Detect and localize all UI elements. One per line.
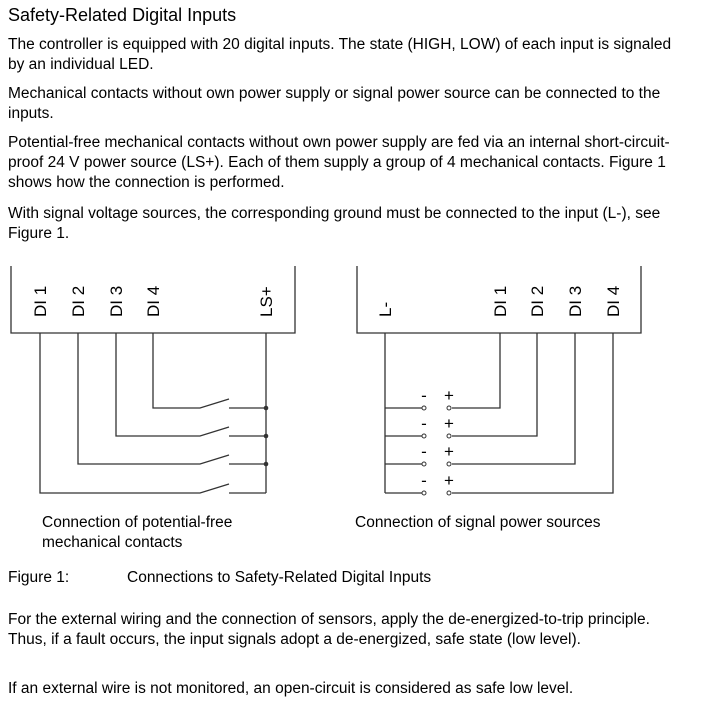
minus-label: - <box>421 471 427 490</box>
right-diagram-caption: Connection of signal power sources <box>355 514 601 531</box>
paragraph: The controller is equipped with 20 digit… <box>8 36 672 73</box>
terminal-label: DI 4 <box>144 286 163 317</box>
terminal-label: DI 3 <box>566 286 585 317</box>
minus-label: - <box>421 442 427 461</box>
plus-label: + <box>444 442 454 461</box>
terminal-label: DI 2 <box>528 286 547 317</box>
terminal-label: LS+ <box>257 286 276 317</box>
left-diagram-caption: Connection of potential-free mechanical … <box>42 514 233 551</box>
terminal-label: DI 3 <box>107 286 126 317</box>
paragraph: For the external wiring and the connecti… <box>8 611 650 648</box>
minus-label: - <box>421 414 427 433</box>
plus-label: + <box>444 471 454 490</box>
terminal-label: DI 1 <box>491 286 510 317</box>
plus-label: + <box>444 386 454 405</box>
terminal-label: DI 1 <box>31 286 50 317</box>
paragraph: Mechanical contacts without own power su… <box>8 85 661 122</box>
terminal-label: DI 2 <box>69 286 88 317</box>
minus-label: - <box>421 386 427 405</box>
paragraph: With signal voltage sources, the corresp… <box>8 205 661 242</box>
wiring-diagram: - + - + - + - + DI 1 DI 2 DI 3 DI 4 LS+ … <box>10 266 642 496</box>
terminal-label: DI 4 <box>604 286 623 317</box>
plus-label: + <box>444 414 454 433</box>
figure-caption: Connections to Safety-Related Digital In… <box>127 569 432 586</box>
terminal-label: L- <box>376 302 395 317</box>
figure-label: Figure 1: <box>8 569 70 586</box>
page-title: Safety-Related Digital Inputs <box>8 5 237 25</box>
paragraph: Potential-free mechanical contacts witho… <box>8 134 670 191</box>
paragraph: If an external wire is not monitored, an… <box>8 680 574 697</box>
